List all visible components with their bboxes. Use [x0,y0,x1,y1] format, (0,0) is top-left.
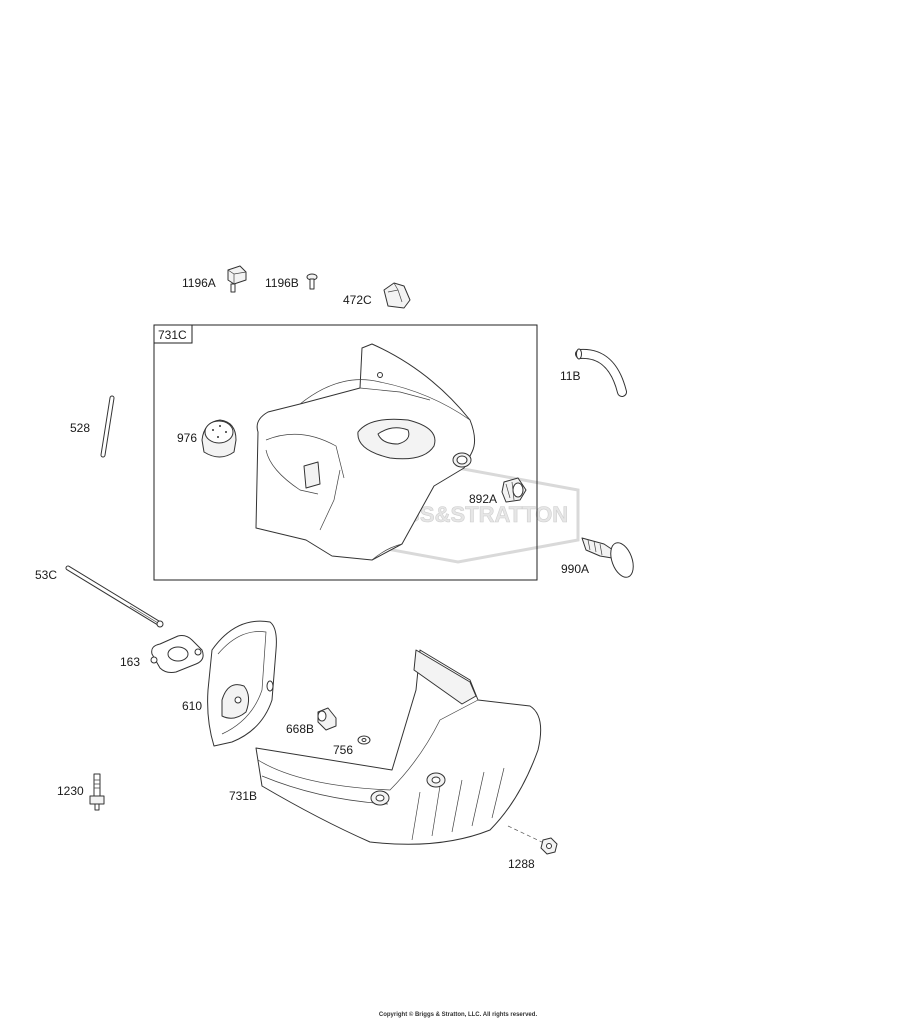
group-box-label-frame [153,324,193,344]
label-892a: 892A [469,492,497,506]
label-472c: 472C [343,293,372,307]
part-892a-icon [501,477,527,503]
label-1230: 1230 [57,784,84,798]
group-box-label: 731C [158,328,187,342]
part-756-icon [357,735,371,745]
part-1288-icon [507,825,558,855]
label-610: 610 [182,699,202,713]
label-668b: 668B [286,722,314,736]
part-990a-icon [581,537,634,578]
part-11b-icon [575,348,627,397]
label-976: 976 [177,431,197,445]
part-163-icon [150,635,204,673]
part-731b-icon [255,649,542,845]
label-1288: 1288 [508,857,535,871]
part-1196a-icon [227,265,247,293]
part-976-icon [201,419,237,458]
label-990a: 990A [561,562,589,576]
label-11b: 11B [560,369,580,383]
part-668b-icon [317,707,337,731]
part-53c-icon [65,565,164,628]
part-1196b-icon [306,273,318,290]
part-610-icon [207,620,277,747]
part-1230-icon [89,773,105,811]
label-528: 528 [70,421,90,435]
label-731b: 731B [229,789,257,803]
label-1196a: 1196A [182,276,216,290]
part-528-icon [100,395,115,458]
part-472c-icon [383,282,411,309]
copyright-notice: Copyright © Briggs & Stratton, LLC. All … [378,1012,538,1018]
label-1196b: 1196B [265,276,299,290]
label-756: 756 [333,743,353,757]
label-53c: 53C [35,568,57,582]
part-731c-housing-icon [255,343,476,561]
group-box-731c [153,324,538,581]
label-163: 163 [120,655,140,669]
